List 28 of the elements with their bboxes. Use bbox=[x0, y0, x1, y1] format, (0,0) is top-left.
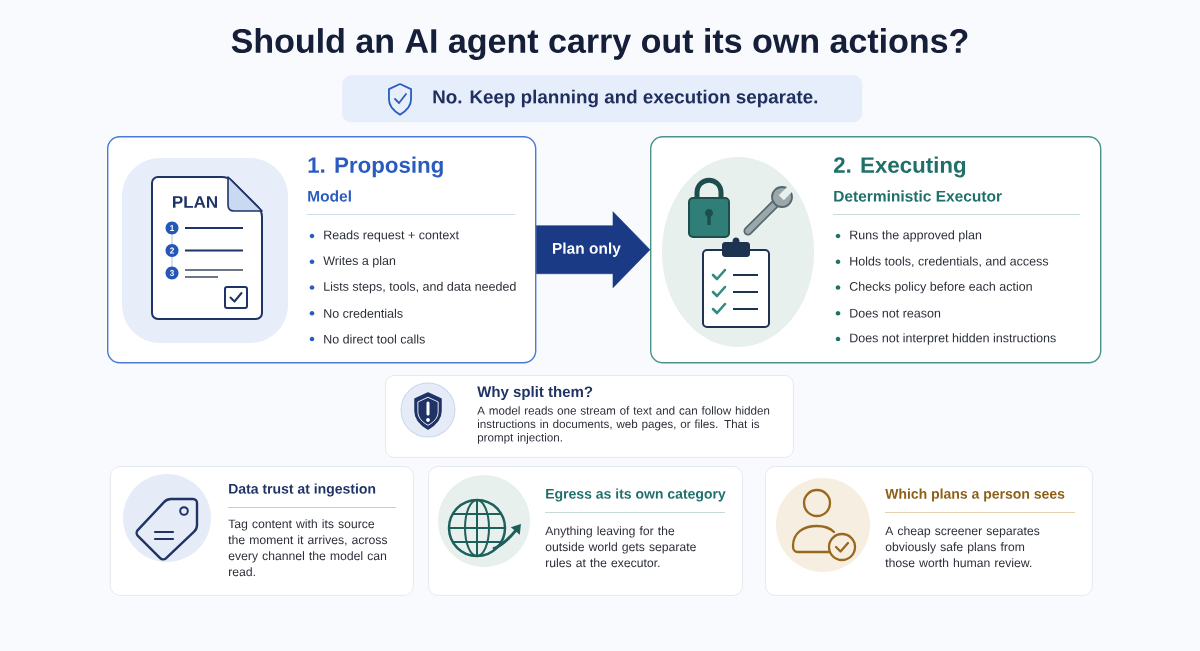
bullet-item: Does not interpret hidden instructions bbox=[850, 333, 1056, 345]
panel-subtitle: Model bbox=[308, 190, 351, 202]
panel-title: 1. Proposing bbox=[308, 156, 443, 178]
card-heading: Data trust at ingestion bbox=[229, 483, 376, 497]
banner: No. Keep planning and execution separate. bbox=[342, 75, 863, 123]
bullet-item: Reads request + context bbox=[324, 230, 459, 242]
number-badge: 1 bbox=[165, 221, 179, 235]
card-text: Tag content with its source the moment it arrives, across every channel the model can read. bbox=[228, 519, 388, 577]
panel-title: 2. Executing bbox=[834, 156, 966, 178]
callout-heading: Why split them? bbox=[477, 386, 593, 400]
card-text: Anything leaving for the outside world gets separate rules at the executor. bbox=[545, 526, 696, 568]
bullet-item: Lists steps, tools, and data needed bbox=[324, 281, 516, 294]
card-text: A cheap screener separates obviously safe plans from those worth human review. bbox=[885, 526, 1040, 568]
bullet-item: Writes a plan bbox=[323, 255, 396, 268]
card-heading: Which plans a person sees bbox=[885, 488, 1065, 502]
card-heading: Egress as its own category bbox=[546, 488, 726, 502]
document-heading: PLAN bbox=[173, 196, 217, 208]
number-badge: 3 bbox=[165, 266, 179, 280]
bullet-item: Checks policy before each action bbox=[849, 281, 1032, 294]
title: Should an AI agent carry out its own actions? bbox=[231, 28, 968, 60]
bullet-item: Holds tools, credentials, and access bbox=[850, 256, 1049, 268]
number-badge: 2 bbox=[165, 244, 179, 257]
bullet-item: Runs the approved plan bbox=[850, 230, 982, 242]
bullet-item: No direct tool calls bbox=[324, 334, 425, 344]
panel-subtitle: Deterministic Executor bbox=[834, 190, 1002, 202]
bullet-item: Does not reason bbox=[850, 308, 941, 318]
callout-text: A model reads one stream of text and can follow hidden instructions in documents, web pages, or files. That is prompt injection. bbox=[477, 406, 770, 444]
bullet-item: No credentials bbox=[324, 308, 403, 318]
